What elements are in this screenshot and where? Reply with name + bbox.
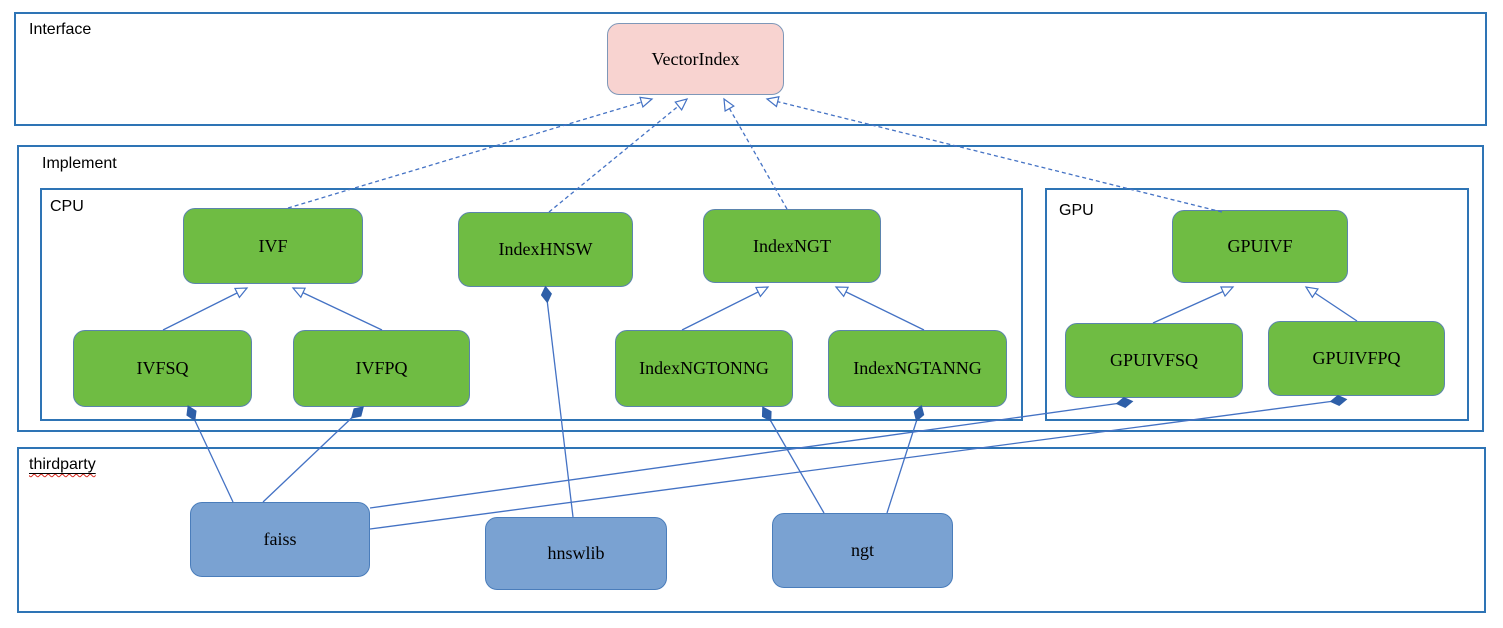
node-hnswlib: hnswlib xyxy=(485,517,667,590)
node-indexhnsw-label: IndexHNSW xyxy=(498,239,593,259)
node-gpuivfsq-label: GPUIVFSQ xyxy=(1109,350,1199,370)
node-indexngtonng-label: IndexNGTONNG xyxy=(639,358,769,378)
node-indexngtonng: IndexNGTONNG xyxy=(615,330,793,407)
node-ivfpq-label: IVFPQ xyxy=(355,358,408,378)
node-gpuivfpq: GPUIVFPQ xyxy=(1268,321,1445,396)
node-ngt-label: ngt xyxy=(850,540,874,560)
node-ivfsq: IVFSQ xyxy=(73,330,252,407)
node-indexngtanng: IndexNGTANNG xyxy=(828,330,1007,407)
node-hnswlib-label: hnswlib xyxy=(547,543,605,563)
node-vectorindex-label: VectorIndex xyxy=(651,48,740,69)
node-faiss-label: faiss xyxy=(263,529,297,549)
node-ivf-label: IVF xyxy=(258,235,288,256)
node-ivfpq: IVFPQ xyxy=(293,330,470,407)
node-ngt: ngt xyxy=(772,513,953,588)
node-gpuivfsq: GPUIVFSQ xyxy=(1065,323,1243,398)
node-faiss: faiss xyxy=(190,502,370,577)
container-cpu-label: CPU xyxy=(50,198,84,215)
node-indexngtanng-label: IndexNGTANNG xyxy=(853,358,982,378)
container-interface-label: Interface xyxy=(29,21,92,38)
node-ivf: IVF xyxy=(183,208,363,284)
node-indexngt-label: IndexNGT xyxy=(753,235,831,256)
node-gpuivfpq-label: GPUIVFPQ xyxy=(1312,348,1401,368)
node-gpuivf-label: GPUIVF xyxy=(1227,236,1293,256)
container-implement-label: Implement xyxy=(42,155,117,172)
container-gpu-label: GPU xyxy=(1059,202,1094,219)
node-indexhnsw: IndexHNSW xyxy=(458,212,633,287)
container-thirdparty-label: thirdparty xyxy=(29,456,96,473)
node-vectorindex: VectorIndex xyxy=(607,23,784,95)
node-ivfsq-label: IVFSQ xyxy=(136,358,189,378)
node-gpuivf: GPUIVF xyxy=(1172,210,1348,283)
node-indexngt: IndexNGT xyxy=(703,209,881,283)
